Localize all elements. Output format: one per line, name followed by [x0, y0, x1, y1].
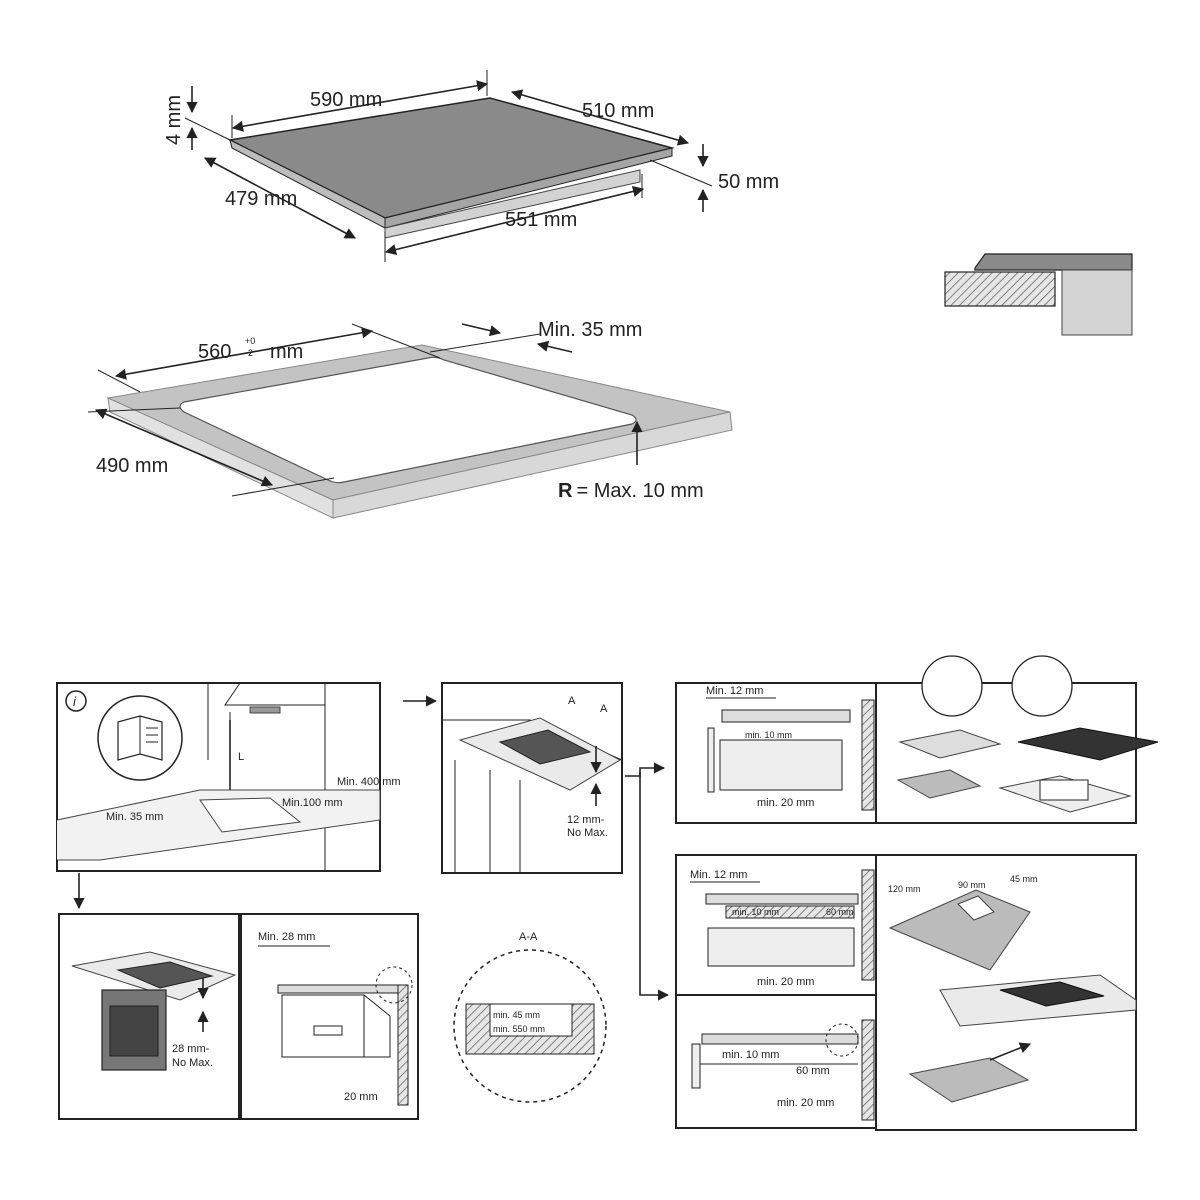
- drawer-mid-min-10-label: min. 10 mm: [732, 907, 779, 917]
- kitchen-overview-panel: i L Min. 400 mm Min.100 mm Min. 35 mm: [56, 682, 438, 910]
- dim-width-label: 590 mm: [310, 89, 382, 111]
- cutout-width-label: 560: [198, 341, 231, 363]
- ventilation-panel: 120 mm 90 mm 45 mm: [875, 854, 1137, 1131]
- drawer-section-bottom-panel: min. 10 mm 60 mm min. 20 mm: [675, 994, 877, 1129]
- oven-section-panel: Min. 28 mm 20 mm: [240, 913, 419, 1120]
- oven-panel: 28 mm- No Max.: [58, 913, 240, 1120]
- oven-no-max-label: No Max.: [172, 1057, 213, 1069]
- dim-height-label: 50 mm: [718, 171, 779, 193]
- cutout-tolerance-top: +0: [245, 336, 255, 346]
- section-marker-a1: A: [568, 695, 576, 707]
- drawer-top-min-12-label: Min. 12 mm: [706, 685, 763, 697]
- drawer-section-middle-panel: Min. 12 mm min. 10 mm 60 mm min. 20 mm: [675, 854, 877, 996]
- aa-min-45-label: min. 45 mm: [493, 1010, 540, 1020]
- accessory-panel: [875, 655, 1159, 824]
- drawer-bottom-min-20-label: min. 20 mm: [777, 1097, 834, 1109]
- cutout-drawing: 560 +0 -2 mm Min. 35 mm 490 mm R= Max. 1…: [87, 319, 733, 519]
- drawer-mid-min-20-label: min. 20 mm: [757, 976, 814, 988]
- drawer-section-top-panel: Min. 12 mm min. 10 mm min. 20 mm: [675, 682, 877, 824]
- shopping-cart-icon: [1011, 655, 1073, 717]
- vent-cut-45-label: 45 mm: [1010, 874, 1038, 884]
- oven-min-28-label: 28 mm-: [172, 1043, 210, 1055]
- cutout-tolerance-bottom: -2: [245, 348, 253, 358]
- aa-min-550-label: min. 550 mm: [493, 1024, 545, 1034]
- aa-section-title: A-A: [519, 931, 538, 943]
- cutout-width-unit: mm: [270, 341, 303, 363]
- vent-cut-90-label: 90 mm: [958, 880, 986, 890]
- drawer-top-min-20-label: min. 20 mm: [757, 797, 814, 809]
- drawer-top-min-10-label: min. 10 mm: [745, 730, 792, 740]
- edge-profile-detail: [944, 253, 1133, 336]
- dim-base-depth-label: 479 mm: [225, 188, 297, 210]
- hob-dimension-drawing: 590 mm 510 mm 4 mm 50 mm 479 mm 551 mm: [163, 70, 779, 262]
- manual-icon: [921, 655, 983, 717]
- aa-section-detail: A-A min. 45 mm min. 550 mm: [453, 931, 607, 1103]
- cutout-radius-label: R= Max. 10 mm: [558, 480, 704, 502]
- info-icon: [65, 690, 87, 712]
- min-400-label: Min. 400 mm: [337, 776, 401, 788]
- drawer-bottom-gap-60-label: 60 mm: [796, 1065, 830, 1077]
- cutout-depth-label: 490 mm: [96, 455, 168, 477]
- hood-distance-label: L: [238, 751, 244, 763]
- dim-base-width-label: 551 mm: [505, 209, 577, 231]
- cutout-min-edge-label: Min. 35 mm: [538, 319, 642, 341]
- dim-depth-label: 510 mm: [582, 100, 654, 122]
- min-35-label: Min. 35 mm: [106, 811, 163, 823]
- info-icon-label: i: [73, 694, 77, 709]
- oven-section-min-28-label: Min. 28 mm: [258, 931, 315, 943]
- drawer-mid-min-12-label: Min. 12 mm: [690, 869, 747, 881]
- dim-glass-thickness-label: 4 mm: [163, 95, 185, 145]
- worktop-min-12-label: 12 mm-: [567, 814, 605, 826]
- oven-section-gap-20-label: 20 mm: [344, 1091, 378, 1103]
- drawer-bottom-min-10-label: min. 10 mm: [722, 1049, 779, 1061]
- min-100-label: Min.100 mm: [282, 797, 343, 809]
- vent-cut-120-label: 120 mm: [888, 884, 921, 894]
- worktop-panel: A A 12 mm- No Max.: [441, 682, 666, 874]
- section-marker-a2: A: [600, 703, 608, 715]
- drawer-mid-gap-60-label: 60 mm: [826, 907, 854, 917]
- worktop-no-max-label: No Max.: [567, 827, 608, 839]
